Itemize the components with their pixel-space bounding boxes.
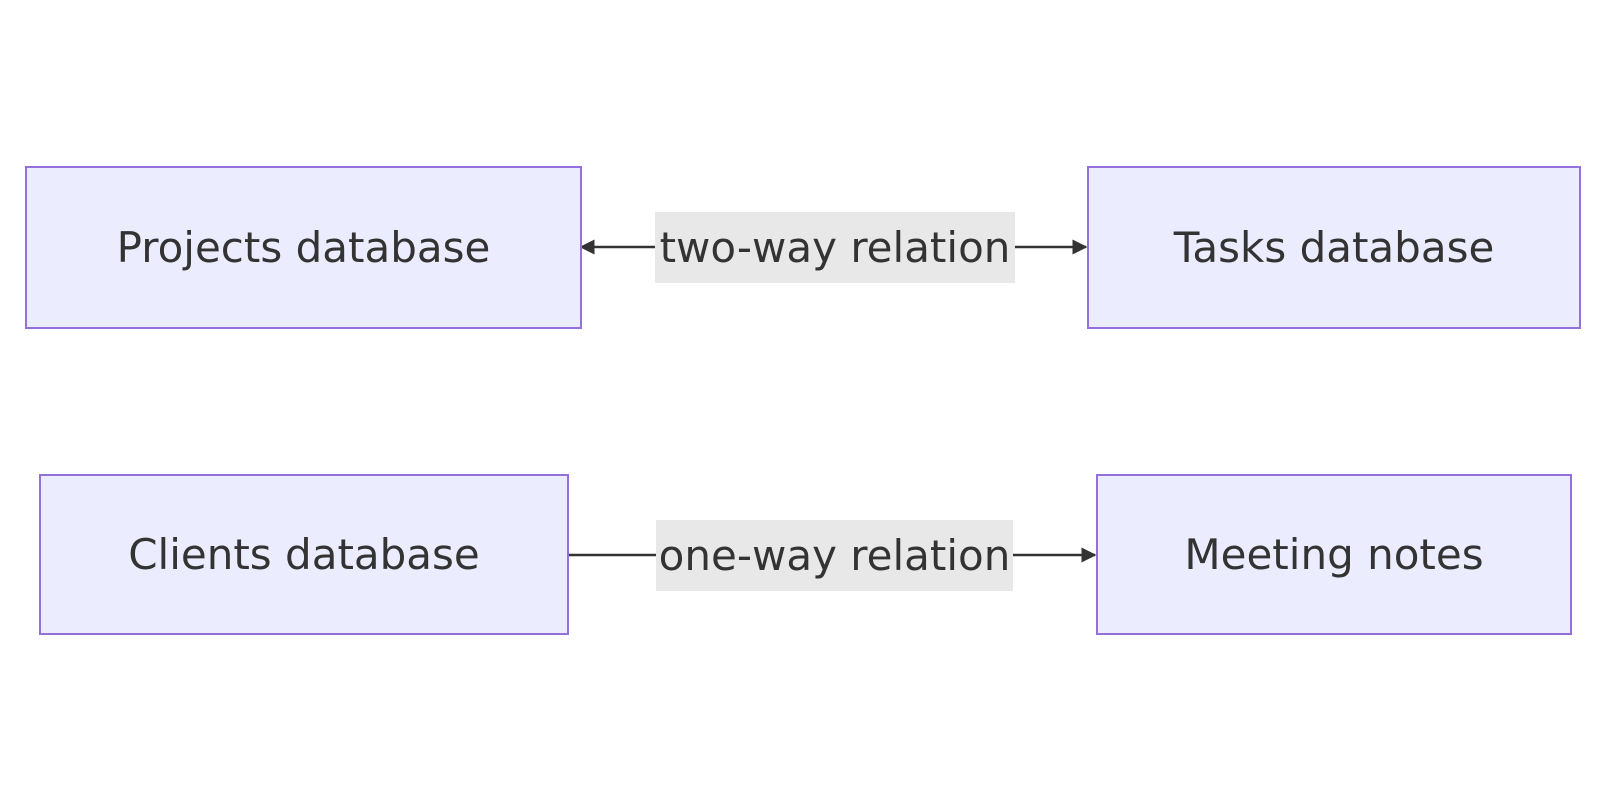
node-tasks-database: Tasks database [1087,166,1581,329]
node-projects-database: Projects database [25,166,582,329]
edge-label-text: two-way relation [659,223,1011,272]
node-label: Clients database [128,530,480,579]
edge-label-one-way: one-way relation [656,520,1013,591]
node-label: Projects database [116,223,491,272]
node-meeting-notes: Meeting notes [1096,474,1572,635]
node-label: Meeting notes [1184,530,1484,579]
edge-label-text: one-way relation [658,531,1011,580]
edge-label-two-way: two-way relation [655,212,1015,283]
node-clients-database: Clients database [39,474,569,635]
node-label: Tasks database [1173,223,1495,272]
